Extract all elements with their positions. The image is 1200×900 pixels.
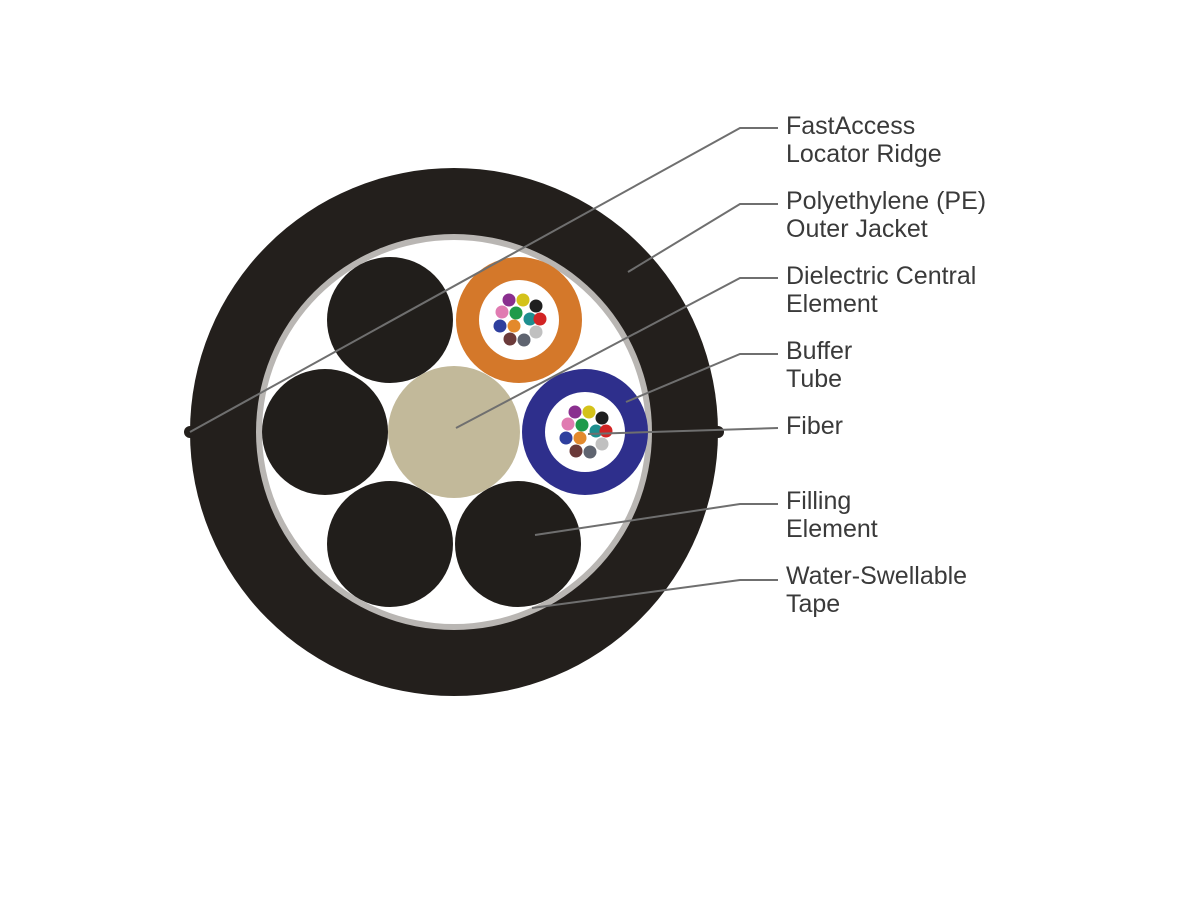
dielectric-central-element <box>388 366 520 498</box>
optical-fiber <box>533 312 547 326</box>
filling-element <box>455 481 581 607</box>
leader-line-central-element <box>455 277 778 429</box>
optical-fiber <box>509 306 523 320</box>
label-outer-jacket: Polyethylene (PE) Outer Jacket <box>786 187 993 243</box>
filling-element <box>327 257 453 383</box>
leader-line-buffer-tube <box>625 353 778 403</box>
buffer-tube-core <box>545 392 625 472</box>
optical-fiber <box>595 437 609 451</box>
label-buffer-tube: Buffer Tube <box>786 337 859 393</box>
optical-fiber <box>573 431 587 445</box>
optical-fiber <box>502 293 516 307</box>
optical-fiber <box>561 417 575 431</box>
label-filling-element: Filling Element <box>786 487 878 543</box>
optical-fiber <box>507 319 521 333</box>
optical-fiber <box>495 305 509 319</box>
optical-fiber <box>559 431 573 445</box>
optical-fiber <box>595 411 609 425</box>
leader-line-filling-element <box>534 503 778 536</box>
filling-element <box>262 369 388 495</box>
fiber-bundle-orange-tube <box>493 293 547 347</box>
optical-fiber <box>503 332 517 346</box>
optical-fiber <box>529 299 543 313</box>
optical-fiber <box>575 418 589 432</box>
optical-fiber <box>493 319 507 333</box>
leader-line-water-swellable-tape <box>531 579 778 609</box>
optical-fiber <box>599 424 613 438</box>
leader-line-outer-jacket <box>627 203 778 273</box>
optical-fiber <box>517 333 531 347</box>
label-locator-ridge: FastAccess Locator Ridge <box>786 112 942 168</box>
optical-fiber <box>523 312 537 326</box>
locator-ridge-right <box>712 426 724 438</box>
optical-fiber <box>516 293 530 307</box>
optical-fiber <box>569 444 583 458</box>
optical-fiber <box>568 405 582 419</box>
label-water-swellable-tape: Water-Swellable Tape <box>786 562 974 618</box>
optical-fiber <box>529 325 543 339</box>
leader-line-fiber <box>587 427 779 435</box>
optical-fiber <box>582 405 596 419</box>
label-fiber: Fiber <box>786 412 843 440</box>
filling-element <box>327 481 453 607</box>
label-central-element: Dielectric Central Element <box>786 262 983 318</box>
leader-line-locator-ridge <box>189 127 778 433</box>
optical-fiber <box>583 445 597 459</box>
buffer-tube-core <box>479 280 559 360</box>
